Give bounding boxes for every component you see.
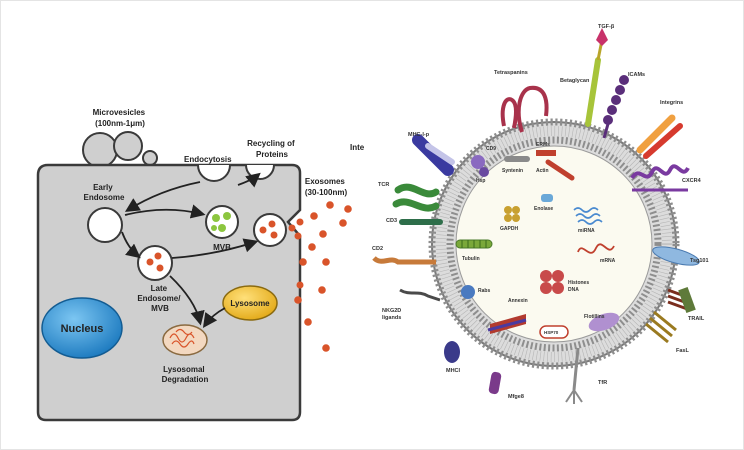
arrow: [237, 172, 261, 188]
mvb: [205, 205, 239, 239]
endocytosis-pit: [197, 164, 231, 182]
late-endosome-label: Late Endosome/ MVB: [137, 284, 182, 313]
label-cd3: CD3: [386, 218, 397, 224]
microvesicles-label: Microvesicles (100nm-1μm): [93, 108, 148, 128]
label-icams: ICAMs: [628, 72, 645, 78]
inte-label: Inte: [350, 143, 365, 152]
label-hsp: Hsp: [476, 178, 485, 184]
lysosome-label: Lysosome: [230, 299, 270, 308]
label-tfr: TfR: [598, 380, 607, 386]
label-mirna: miRNA: [578, 228, 595, 234]
label-flotillins: Flotillins: [584, 314, 605, 320]
label-tgfb: TGF-β: [598, 24, 615, 30]
cell-panel: Microvesicles (100nm-1μm) Endocytosis Re…: [36, 108, 365, 422]
arrow: [124, 181, 201, 212]
label-mhci: MHCI: [446, 368, 461, 374]
label-gapdh: GAPDH: [500, 226, 518, 232]
label-actin: Actin: [536, 168, 549, 174]
label-cd2: CD2: [372, 246, 383, 252]
arrow: [169, 275, 205, 326]
label-rabs: Rabs: [478, 288, 490, 294]
label-tcr: TCR: [378, 182, 389, 188]
label-tsg101: Tsg101: [690, 258, 709, 264]
early-endosome: [87, 207, 123, 243]
label-hsp70: HSP70: [544, 330, 559, 335]
label-cxcr4: CXCR4: [682, 178, 702, 184]
nucleus: [41, 297, 123, 359]
label-erm: ERMs: [536, 142, 550, 148]
degradation-label: Lysosomal Degradation: [162, 365, 209, 384]
microvesicle: [82, 132, 118, 168]
label-fasl: FasL: [676, 348, 689, 354]
arrow: [171, 238, 259, 259]
arrow: [121, 231, 141, 259]
endocytosis-label: Endocytosis: [184, 155, 232, 164]
microvesicle: [113, 131, 143, 161]
lysosome: [222, 285, 278, 321]
label-tetraspanins: Tetraspanins: [494, 70, 528, 76]
label-mfge8: Mfge8: [508, 394, 524, 400]
late-endosome: [137, 245, 173, 281]
label-histones: Histones DNA: [568, 280, 591, 293]
arrow: [124, 204, 206, 219]
label-annexins: Annexin: [508, 298, 528, 304]
exosomes-label: Exosomes (30-100nm): [305, 177, 348, 197]
exosome-lumen: [456, 146, 652, 342]
label-mrna: mRNA: [600, 258, 616, 264]
mvb-label: MVB: [213, 243, 231, 252]
label-enolase: Enolase: [534, 206, 553, 212]
label-tubulin: Tubulin: [462, 256, 480, 262]
label-mhc-ii: MHC-I-p: [408, 132, 430, 138]
arrow: [202, 307, 226, 328]
label-cd9: CD9: [486, 146, 496, 152]
label-syntenin: Syntenin: [502, 168, 523, 174]
recycling-label: Recycling of Proteins: [247, 139, 297, 159]
label-betaglycan: Betaglycan: [560, 78, 590, 84]
microvesicle: [142, 150, 158, 166]
exosome-panel: TGF-β Tetraspanins Betaglycan ICAMs Inte…: [372, 24, 709, 404]
nucleus-label: Nucleus: [61, 323, 104, 335]
released-exosomes: [288, 201, 352, 352]
label-integrins: Integrins: [660, 100, 683, 106]
label-trail: TRAIL: [688, 316, 705, 322]
early-endosome-label: Early Endosome: [84, 183, 125, 202]
label-nkg2d: NKG2D ligands: [382, 308, 403, 321]
fusing-mvb: [253, 213, 287, 247]
